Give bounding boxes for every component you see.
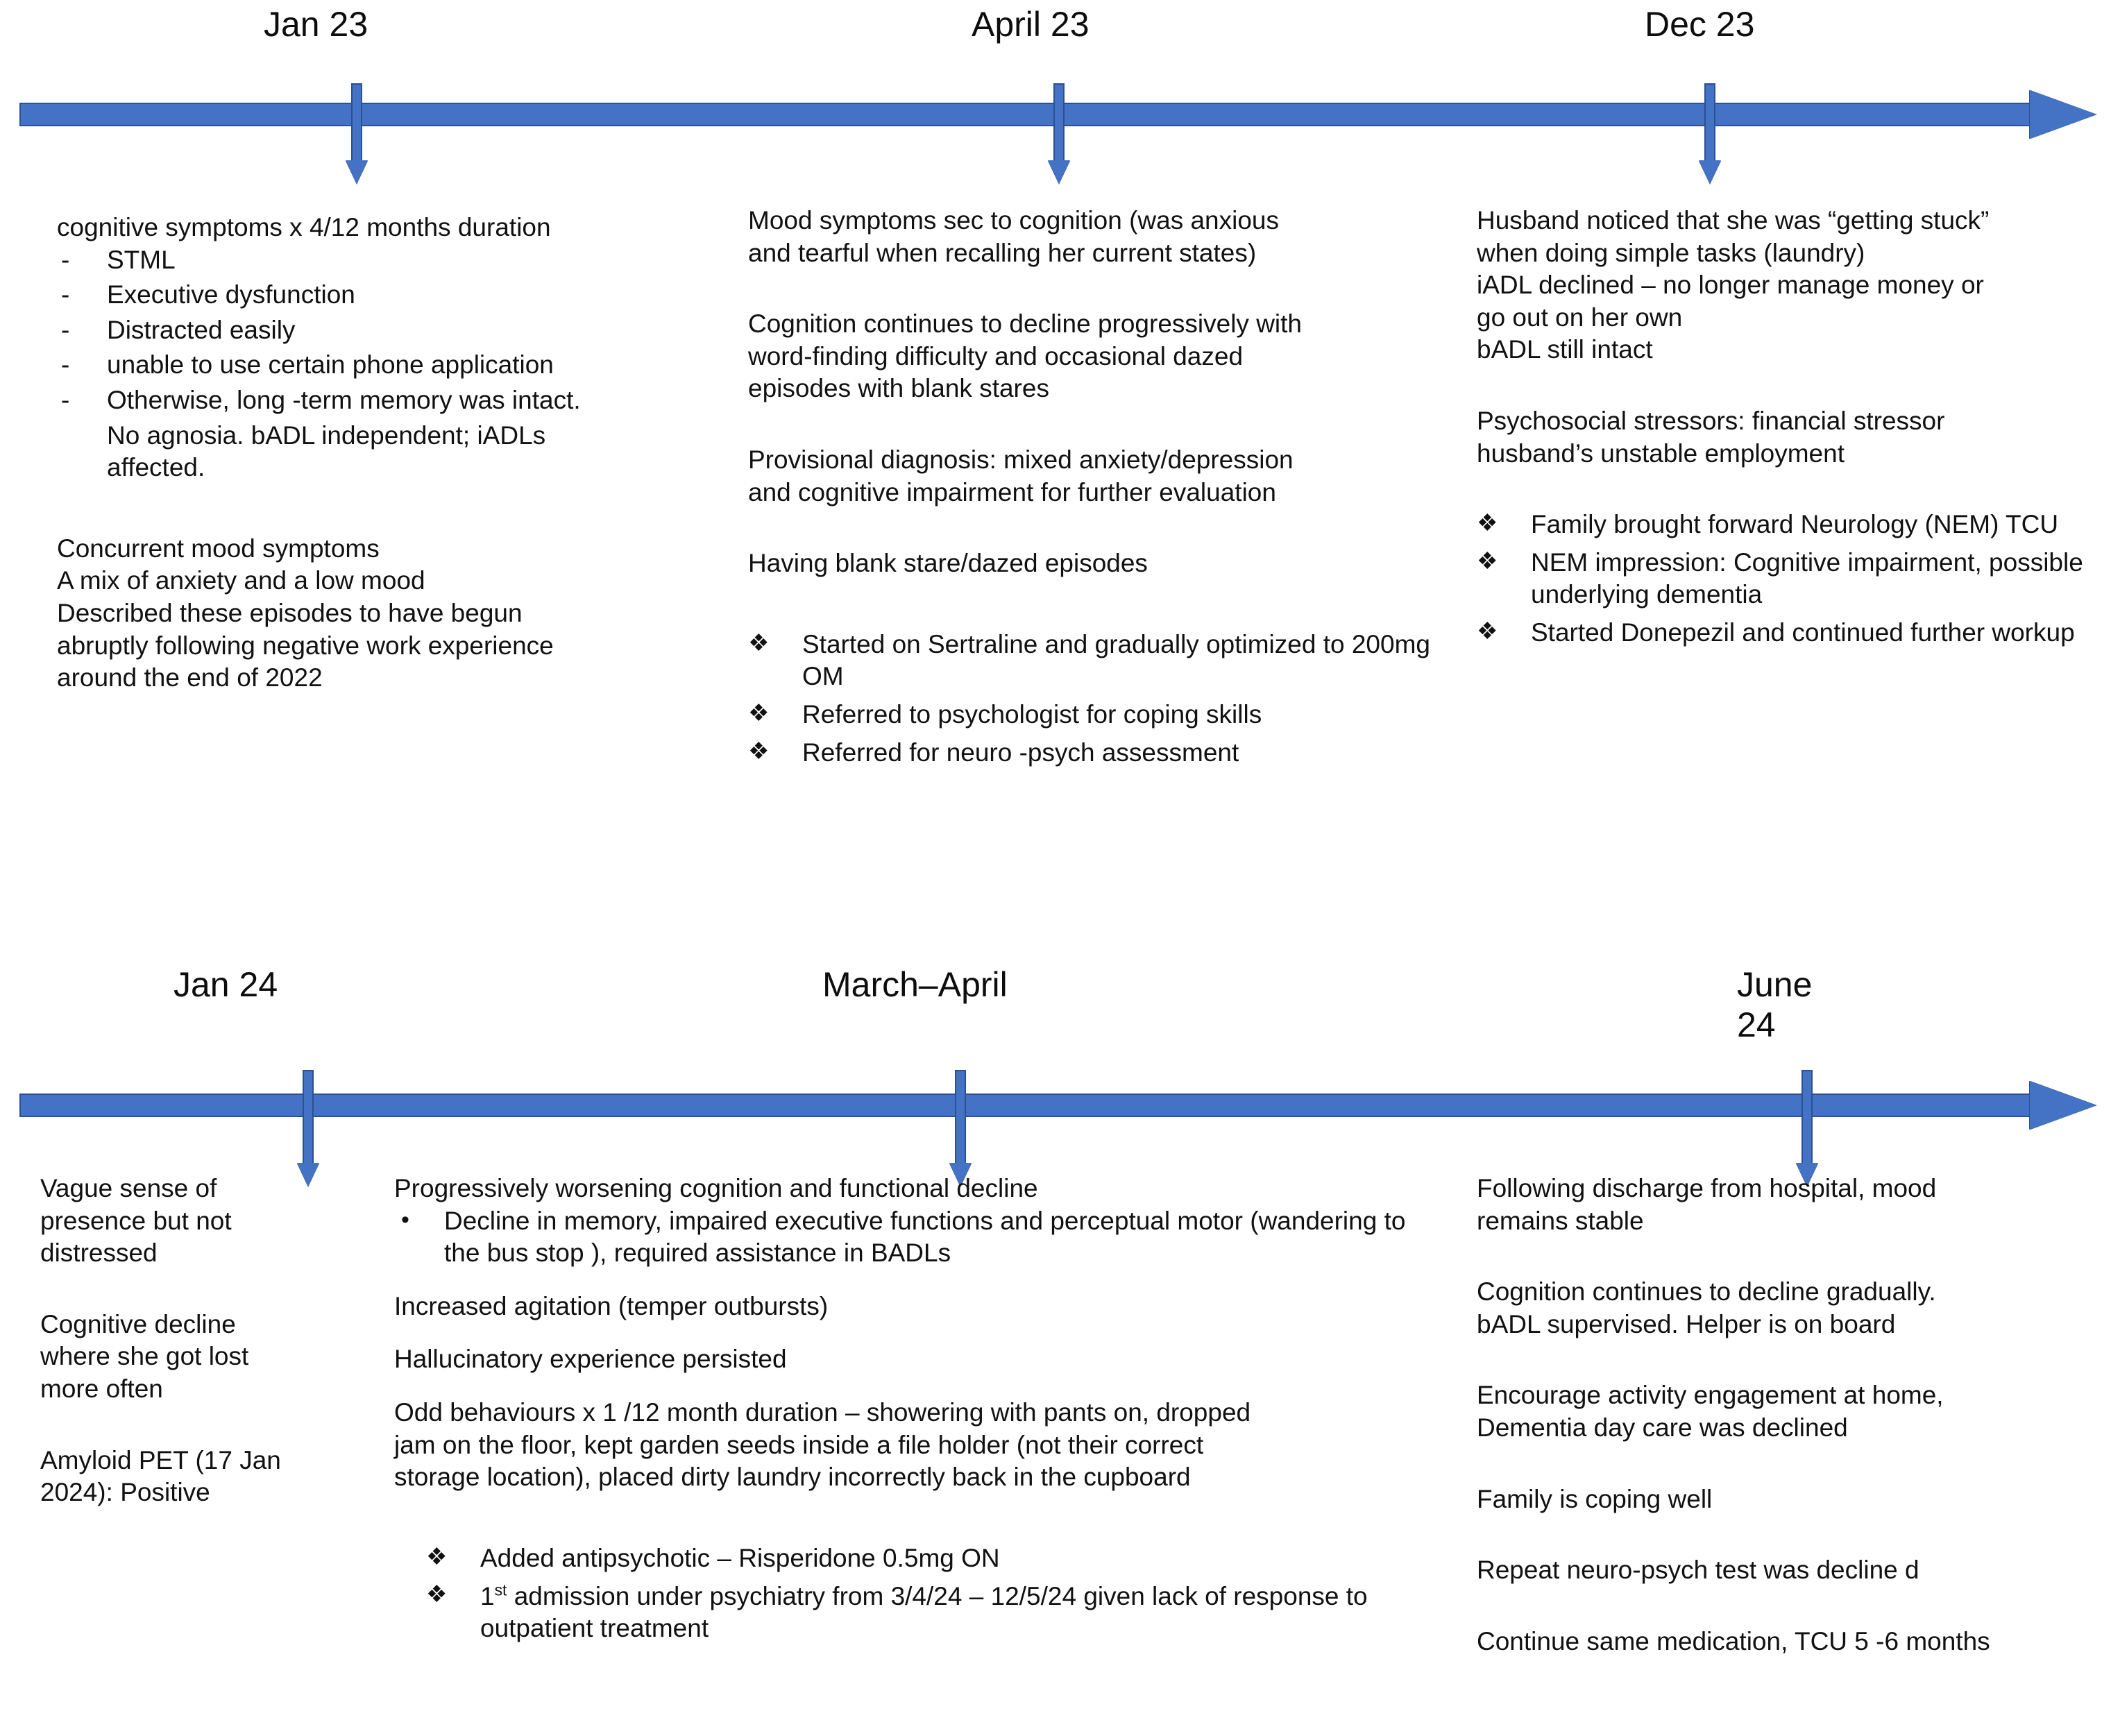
list-item-label: Decline in memory, impaired executive fu… [444, 1206, 1406, 1268]
date-label-dec-23: Dec 23 [1645, 5, 1755, 44]
date-label-april-23: April 23 [972, 5, 1090, 44]
list-item-label: STML [107, 245, 176, 274]
timeline-section-2023: Jan 23 April 23 Dec 23 cognitive symptom… [19, 5, 2101, 774]
list-item-label: Otherwise, long -term memory was intact. [107, 386, 581, 415]
event-paragraph: Cognition continues to decline progressi… [748, 309, 1302, 403]
dash-marker-icon: - [61, 280, 70, 309]
event-marker-dec-23 [1699, 83, 1721, 184]
event-content-march-april: Progressively worsening cognition and fu… [394, 1173, 1442, 1651]
event-marker-april-23 [1048, 83, 1070, 184]
dash-marker-icon: - [61, 315, 70, 344]
list-item: ❖ NEM impression: Cognitive impairment, p… [1477, 547, 2101, 611]
diamond-bullet-icon: ❖ [748, 738, 770, 765]
event-paragraph: Husband noticed that she was “getting st… [1477, 206, 1990, 364]
list-item: ❖ Started Donepezil and continued further… [1477, 617, 2101, 649]
event-content-jan-24: Vague sense of presence but not distress… [40, 1173, 366, 1530]
list-item-label: unable to use certain phone application [107, 350, 554, 380]
diamond-bullet-icon: ❖ [1477, 510, 1498, 537]
timeline-bar [19, 1093, 2035, 1117]
event-paragraph: Provisional diagnosis: mixed anxiety/dep… [748, 445, 1294, 507]
date-label-jan-23: Jan 23 [264, 5, 368, 44]
event-content-jan-23: cognitive symptoms x 4/12 months duratio… [57, 212, 681, 715]
list-item: - unable to use certain phone application [57, 349, 681, 382]
event-paragraph: Vague sense of presence but not distress… [40, 1174, 232, 1268]
event-paragraph: Odd behaviours x 1 /12 month duration – … [394, 1398, 1251, 1492]
symptom-list: - STML - Executive dysfunction - Distracted… [57, 244, 681, 417]
event-paragraph: Family is coping well [1477, 1484, 1713, 1513]
dash-marker-icon: - [61, 350, 70, 380]
decline-list: • Decline in memory, impaired executive f… [394, 1205, 1442, 1270]
list-item-label: Executive dysfunction [107, 280, 355, 309]
list-item: ❖ 1st admission under psychiatry from 3/4… [426, 1580, 1442, 1645]
date-label-june-24: June 24 [1737, 965, 1813, 1044]
dash-marker-icon: - [61, 386, 70, 415]
event-paragraph: Hallucinatory experience persisted [394, 1345, 787, 1374]
event-paragraph: No agnosia. bADL independent; iADLs affe… [107, 420, 546, 482]
event-marker-jan-23 [346, 83, 368, 184]
list-item: - STML [57, 244, 681, 277]
list-item: - Distracted easily [57, 314, 681, 347]
event-paragraph: Repeat neuro-psych test was decline d [1477, 1556, 1919, 1585]
diamond-bullet-icon: ❖ [1477, 547, 1498, 575]
list-item: ❖ Family brought forward Neurology (NEM) … [1477, 509, 2101, 541]
list-item-label: Referred for neuro -psych assessment [802, 738, 1239, 767]
list-item: - Executive dysfunction [57, 279, 681, 312]
list-item-label: Distracted easily [107, 315, 296, 344]
timeline-bar [19, 103, 2035, 126]
management-list: ❖ Family brought forward Neurology (NEM) … [1477, 509, 2101, 649]
event-content-dec-23: Husband noticed that she was “getting st… [1477, 205, 2101, 655]
event-marker-march-april [949, 1070, 972, 1186]
event-paragraph: Following discharge from hospital, mood … [1477, 1174, 1937, 1235]
list-item: ❖ Referred to psychologist for coping ski… [748, 699, 1435, 731]
event-paragraph: Mood symptoms sec to cognition (was anxi… [748, 206, 1280, 267]
event-content-april-23: Mood symptoms sec to cognition (was anxi… [748, 205, 1435, 774]
diamond-bullet-icon: ❖ [1477, 618, 1498, 645]
round-bullet-icon: • [401, 1206, 409, 1233]
diamond-bullet-icon: ❖ [426, 1543, 448, 1570]
list-item: ❖ Added antipsychotic – Risperidone 0.5mg… [426, 1542, 1442, 1575]
event-marker-june-24 [1796, 1070, 1818, 1186]
event-paragraph: Cognition continues to decline gradually… [1477, 1277, 1936, 1338]
event-content-june-24: Following discharge from hospital, mood … [1477, 1173, 2101, 1678]
event-paragraph: Amyloid PET (17 Jan 2024): Positive [40, 1445, 281, 1507]
event-paragraph: Cognitive decline where she got lost mor… [40, 1309, 249, 1404]
list-item: • Decline in memory, impaired executive f… [394, 1205, 1442, 1270]
list-item: ❖ Referred for neuro -psych assessment [748, 737, 1435, 769]
list-item: ❖ Started on Sertraline and gradually opt… [748, 629, 1435, 693]
list-item-label: Started Donepezil and continued further … [1531, 618, 2075, 647]
list-item-label: Added antipsychotic – Risperidone 0.5mg … [480, 1543, 1000, 1572]
list-item-label: Family brought forward Neurology (NEM) T… [1531, 510, 2059, 539]
list-item-label-admission: 1st admission under psychiatry from 3/4/… [480, 1581, 1368, 1643]
date-label-march-april: March–April [822, 965, 1008, 1004]
list-item: - Otherwise, long -term memory was intact… [57, 384, 681, 417]
timeline-section-2024: Jan 24 March–April June 24 Vague sense o… [0, 964, 2111, 1736]
event-paragraph: Encourage activity engagement at home, D… [1477, 1381, 1944, 1443]
date-label-jan-24: Jan 24 [173, 965, 278, 1004]
event-paragraph: Concurrent mood symptoms A mix of anxiet… [57, 534, 554, 692]
event-paragraph: Continue same medication, TCU 5 -6 month… [1477, 1626, 1990, 1656]
event-paragraph: Increased agitation (temper outbursts) [394, 1291, 829, 1320]
event-marker-jan-24 [297, 1070, 319, 1186]
diamond-bullet-icon: ❖ [426, 1581, 448, 1608]
diamond-bullet-icon: ❖ [748, 700, 770, 727]
list-item-label: Referred to psychologist for coping skil… [802, 700, 1262, 729]
dash-marker-icon: - [61, 245, 70, 274]
event-paragraph: Having blank stare/dazed episodes [748, 549, 1148, 578]
timeline-arrowhead-icon [2030, 1081, 2096, 1130]
event-paragraph: Progressively worsening cognition and fu… [394, 1174, 1038, 1202]
diamond-bullet-icon: ❖ [748, 629, 770, 656]
timeline-arrowhead-icon [2030, 90, 2096, 139]
event-paragraph: cognitive symptoms x 4/12 months duratio… [57, 213, 551, 241]
management-list: ❖ Added antipsychotic – Risperidone 0.5mg… [426, 1542, 1442, 1645]
list-item-label: Started on Sertraline and gradually opti… [802, 629, 1430, 691]
event-paragraph: Psychosocial stressors: financial stress… [1477, 407, 1945, 468]
timeline-axis-2024 [19, 1081, 2096, 1130]
management-list: ❖ Started on Sertraline and gradually opt… [748, 629, 1435, 769]
list-item-label: NEM impression: Cognitive impairment, po… [1531, 547, 2083, 609]
